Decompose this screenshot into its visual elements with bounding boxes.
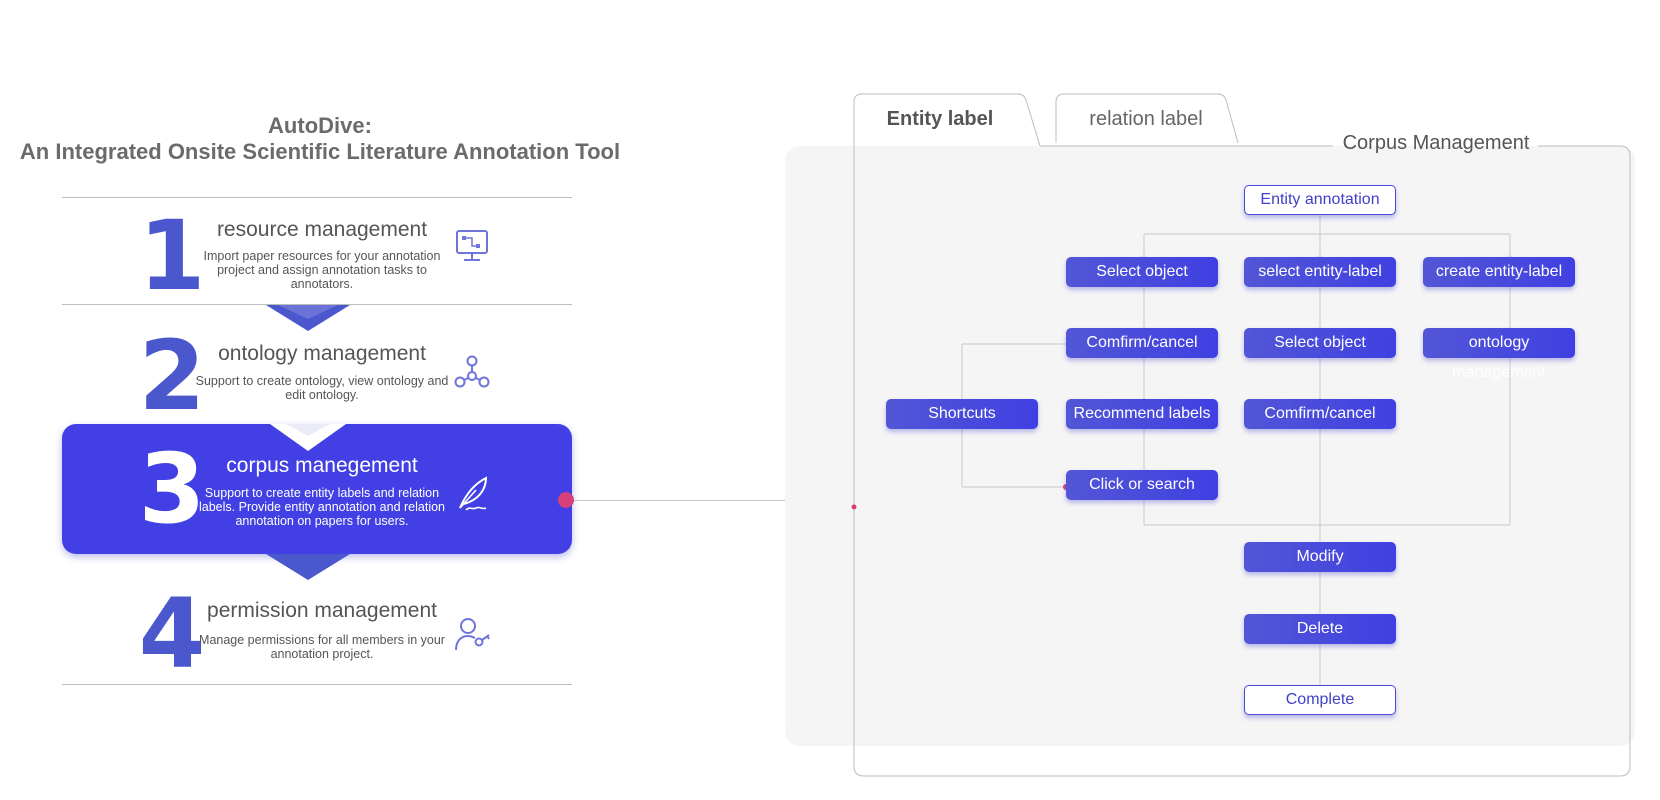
node-create-entity-label[interactable]: create entity-label [1423, 257, 1575, 287]
node-select-object[interactable]: Select object [1244, 328, 1396, 358]
panel-title: Corpus Management [1342, 132, 1530, 154]
node-entity-annotation[interactable]: Entity annotation [1244, 185, 1396, 215]
step-corpus-management[interactable]: 3 corpus manegement Support to create en… [62, 424, 572, 554]
connector-line [574, 500, 844, 501]
tab-relation-label[interactable]: relation label [1089, 108, 1203, 130]
title-line-2: An Integrated Onsite Scientific Literatu… [19, 139, 621, 164]
divider [62, 304, 572, 305]
connector-dot [558, 492, 574, 508]
step-title: ontology management [218, 342, 426, 365]
node-modify[interactable]: Modify [1244, 542, 1396, 572]
step-ontology-management[interactable]: 2 ontology management Support to create … [62, 320, 572, 432]
node-select-entity-label[interactable]: select entity-label [1244, 257, 1396, 287]
chevron-down-icon [266, 554, 350, 580]
step-number: 4 [138, 578, 206, 690]
step-number: 1 [138, 200, 206, 312]
title-line-1: AutoDive: [268, 113, 372, 138]
node-ontology-management[interactable]: ontology management [1423, 328, 1575, 381]
node-shortcuts[interactable]: Shortcuts [886, 399, 1038, 429]
divider [62, 197, 572, 198]
step-description: Import paper resources for your annotati… [203, 249, 441, 291]
node-recommend-labels[interactable]: Recommend labels [1066, 399, 1218, 429]
step-title: permission management [207, 599, 437, 622]
network-icon [454, 355, 490, 388]
step-number: 2 [138, 320, 206, 432]
chevron-down-icon [270, 424, 346, 451]
feather-icon [459, 476, 488, 511]
step-resource-management[interactable]: 1 resource management Import paper resou… [62, 198, 572, 304]
divider [62, 684, 572, 685]
tab-entity-label[interactable]: Entity label [886, 108, 994, 130]
monitor-icon [456, 230, 488, 261]
step-description: Support to create entity labels and rela… [199, 486, 445, 528]
node-confirm-cancel[interactable]: Comfirm/cancel [1066, 328, 1218, 358]
step-description: Support to create ontology, view ontolog… [195, 374, 449, 402]
step-description: Manage permissions for all members in yo… [199, 633, 445, 661]
node-delete[interactable]: Delete [1244, 614, 1396, 644]
node-confirm-cancel[interactable]: Comfirm/cancel [1244, 399, 1396, 429]
step-permission-management[interactable]: 4 permission management Manage permissio… [62, 578, 572, 690]
panel-background [785, 146, 1635, 746]
node-select-object[interactable]: Select object [1066, 257, 1218, 287]
step-title: corpus manegement [226, 454, 418, 477]
user-key-icon [455, 618, 490, 651]
step-title: resource management [216, 218, 428, 241]
node-complete[interactable]: Complete [1244, 685, 1396, 715]
chevron-down-icon [266, 305, 350, 331]
node-click-or-search[interactable]: Click or search [1066, 470, 1218, 500]
step-number: 3 [138, 433, 206, 545]
